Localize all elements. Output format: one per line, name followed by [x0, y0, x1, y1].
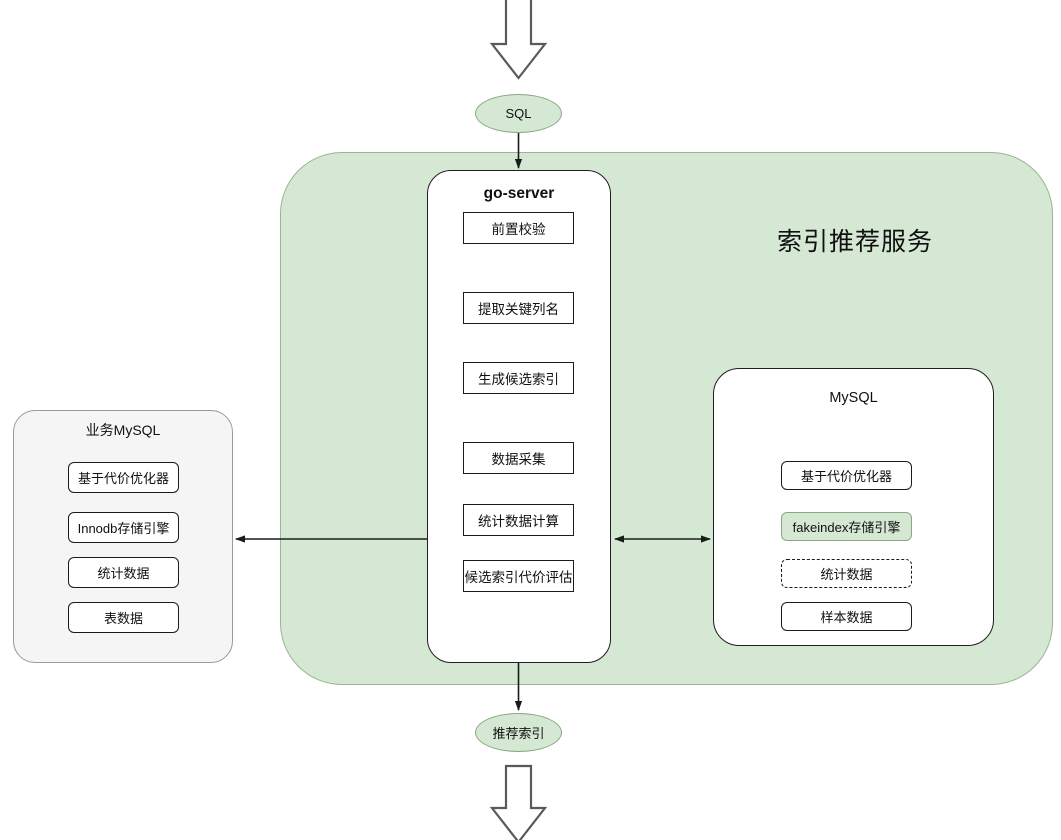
mysql-item-sample-data: 样本数据 [781, 602, 912, 631]
mysql-item-cost-optimizer: 基于代价优化器 [781, 461, 912, 490]
go-server-title: go-server [483, 185, 555, 202]
node-recommended-index: 推荐索引 [475, 713, 562, 752]
mysql-item-label: fakeindex存储引擎 [792, 520, 901, 535]
business-mysql-item-statistics: 统计数据 [68, 557, 179, 588]
node-recommended-index-label: 推荐索引 [492, 726, 545, 741]
step-label: 前置校验 [491, 222, 546, 237]
node-sql-label: SQL [505, 106, 532, 121]
business-mysql-item-innodb-engine: Innodb存储引擎 [68, 512, 179, 543]
node-sql: SQL [475, 94, 562, 133]
business-mysql-item-label: 表数据 [103, 611, 143, 626]
step-box-statistics-computation: 统计数据计算 [463, 504, 574, 536]
step-box-extract-key-columns: 提取关键列名 [463, 292, 574, 324]
mysql-item-fakeindex-engine: fakeindex存储引擎 [781, 512, 912, 541]
business-mysql-item-label: Innodb存储引擎 [77, 521, 170, 536]
step-box-candidate-index-cost-evaluation: 候选索引代价评估 [463, 560, 574, 592]
service-title: 索引推荐服务 [776, 228, 933, 256]
step-label: 统计数据计算 [478, 514, 559, 529]
step-label: 候选索引代价评估 [464, 570, 573, 585]
business-mysql-item-table-data: 表数据 [68, 602, 179, 633]
mysql-item-statistics: 统计数据 [781, 559, 912, 588]
mysql-item-label: 基于代价优化器 [800, 469, 892, 484]
mysql-item-label: 统计数据 [820, 567, 873, 582]
step-label: 生成候选索引 [478, 372, 559, 387]
step-box-data-collection: 数据采集 [463, 442, 574, 474]
mysql-panel [713, 368, 994, 646]
business-mysql-item-cost-optimizer: 基于代价优化器 [68, 462, 179, 493]
business-mysql-item-label: 统计数据 [97, 566, 150, 581]
business-mysql-item-label: 基于代价优化器 [77, 471, 169, 486]
output-block-arrow-icon [489, 764, 548, 840]
step-label: 提取关键列名 [478, 302, 559, 317]
step-label: 数据采集 [491, 452, 546, 467]
mysql-item-label: 样本数据 [820, 610, 873, 625]
step-box-generate-candidate-index: 生成候选索引 [463, 362, 574, 394]
input-block-arrow-icon [489, 0, 548, 80]
mysql-title: MySQL [829, 390, 878, 406]
step-box-pre-validation: 前置校验 [463, 212, 574, 244]
business-mysql-title: 业务MySQL [85, 422, 161, 438]
